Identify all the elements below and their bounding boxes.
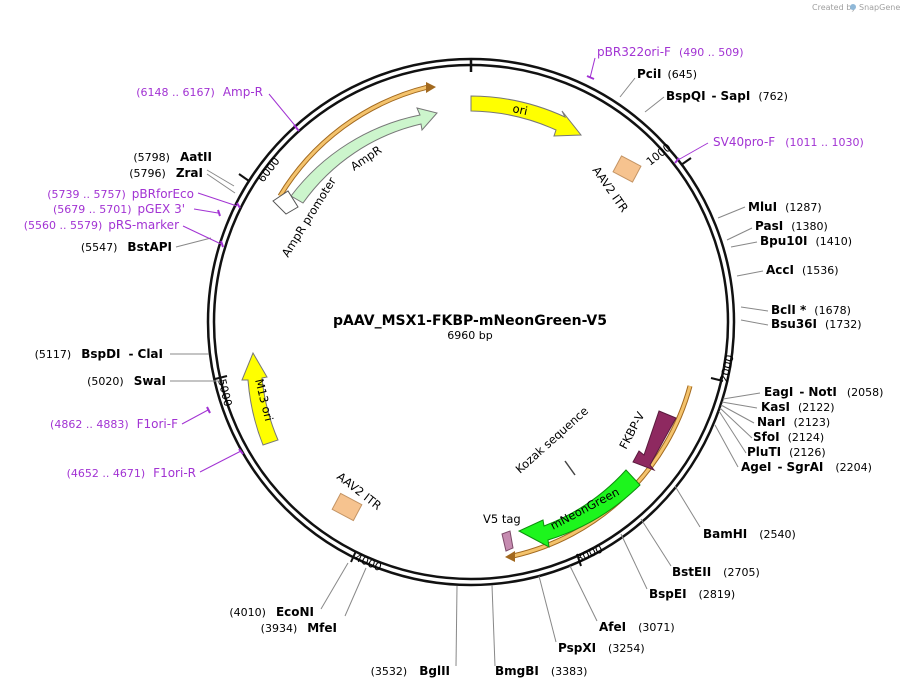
primer-sv40pro-f[interactable]: SV40pro-F(1011 .. 1030)	[713, 135, 864, 149]
enzyme-swai[interactable]: (5020)SwaI	[87, 374, 166, 388]
enzyme-bglii[interactable]: (3532)BglII	[371, 664, 450, 678]
v5-tag-label: V5 tag	[483, 512, 521, 526]
primer-pbr322ori-f[interactable]: pBR322ori-F(490 .. 509)	[597, 45, 744, 59]
primer-pbrforeco[interactable]: (5739 .. 5757)pBRforEco	[47, 187, 194, 201]
enzyme-pspxi[interactable]: PspXI(3254)	[558, 641, 645, 655]
amp-arc-arrowhead	[426, 82, 436, 93]
tick-5000	[214, 375, 228, 380]
enzyme-agei-sgrai[interactable]: AgeI-SgrAI(2204)	[741, 460, 872, 474]
itr-feature-bottom[interactable]	[331, 492, 363, 522]
enzyme-nari[interactable]: NarI(2123)	[757, 415, 830, 429]
enzyme-kasi[interactable]: KasI(2122)	[761, 400, 835, 414]
enzyme-bsu36i[interactable]: Bsu36I(1732)	[771, 317, 862, 331]
tick-2000	[710, 377, 724, 382]
ori-label: ori	[511, 101, 529, 118]
primer-pointer-lines	[181, 57, 709, 473]
enzyme-acci[interactable]: AccI(1536)	[766, 263, 839, 277]
ampr-feature[interactable]	[290, 107, 438, 204]
enzyme-pcii[interactable]: PciI(645)	[637, 67, 697, 81]
primer-f1ori-f[interactable]: (4862 .. 4883)F1ori-F	[50, 417, 178, 431]
enzyme-mlui[interactable]: MluI(1287)	[748, 200, 822, 214]
enzyme-bspdi-clai[interactable]: (5117)BspDI-ClaI	[35, 347, 163, 361]
enzyme-bcli[interactable]: BclI *(1678)	[771, 303, 851, 317]
enzyme-bspqi-sapi[interactable]: BspQI-SapI(762)	[666, 89, 788, 103]
primer-amp-r[interactable]: (6148 .. 6167)Amp-R	[136, 85, 263, 99]
enzyme-pluti[interactable]: PluTI(2126)	[747, 445, 826, 459]
plasmid-length: 6960 bp	[447, 329, 492, 342]
enzyme-bsteii[interactable]: BstEII(2705)	[672, 565, 760, 579]
m13-ori-feature[interactable]	[241, 351, 279, 446]
enzyme-bpu10i[interactable]: Bpu10I(1410)	[760, 234, 852, 248]
fkbp-feature[interactable]	[632, 410, 677, 472]
primer-pgex3[interactable]: (5679 .. 5701)pGEX 3'	[53, 202, 185, 216]
v5-tag-feature[interactable]	[501, 530, 514, 552]
amp-cassette-arc	[278, 85, 429, 197]
plasmid-name: pAAV_MSX1-FKBP-mNeonGreen-V5	[333, 313, 607, 329]
credit-brand: SnapGene	[859, 3, 900, 12]
tick-3000	[576, 553, 582, 567]
itr-feature-top[interactable]	[612, 155, 642, 183]
ori-feature[interactable]	[470, 95, 583, 137]
enzyme-bspei[interactable]: BspEI(2819)	[649, 587, 735, 601]
primer-ticks	[206, 75, 680, 455]
primer-f1ori-r[interactable]: (4652 .. 4671)F1ori-R	[67, 466, 196, 480]
tick-label-4000: 4000	[353, 551, 384, 574]
tick-1000	[680, 157, 692, 166]
enzyme-econi[interactable]: (4010)EcoNI	[229, 605, 314, 619]
enzyme-afei[interactable]: AfeI(3071)	[599, 620, 675, 634]
fkbp-label: FKBP-V	[616, 409, 647, 451]
enzyme-pasi[interactable]: PasI(1380)	[755, 219, 828, 233]
tick-label-3000: 3000	[574, 542, 605, 565]
tick-6000	[238, 173, 250, 182]
kozak-label: Kozak sequence	[513, 404, 591, 477]
tick-4000	[350, 550, 357, 563]
insert-arc-arrowhead	[505, 551, 515, 562]
mneongreen-feature[interactable]	[517, 469, 641, 548]
ampr-promoter-feature[interactable]	[272, 190, 299, 215]
enzyme-eagi-noti[interactable]: EagI-NotI(2058)	[764, 385, 883, 399]
enzyme-sfoi[interactable]: SfoI(2124)	[753, 430, 824, 444]
enzyme-mfei[interactable]: (3934)MfeI	[261, 621, 337, 635]
enzyme-bmgbi[interactable]: BmgBI(3383)	[495, 664, 587, 678]
enzyme-bstapi[interactable]: (5547)BstAPI	[81, 240, 172, 254]
snapgene-logo-icon	[850, 4, 856, 10]
enzyme-aatii[interactable]: (5798)AatII	[133, 150, 212, 164]
tick-label-2000: 2000	[717, 353, 736, 383]
kozak-marker	[564, 460, 576, 476]
tick-label-6000: 6000	[255, 155, 282, 185]
enzyme-bamhi[interactable]: BamHI(2540)	[703, 527, 796, 541]
enzyme-zrai[interactable]: (5796)ZraI	[129, 166, 203, 180]
primer-prs-marker[interactable]: (5560 .. 5579)pRS-marker	[24, 218, 179, 232]
credit-text: Created by	[812, 3, 856, 12]
enzyme-pointer-lines	[170, 77, 769, 667]
